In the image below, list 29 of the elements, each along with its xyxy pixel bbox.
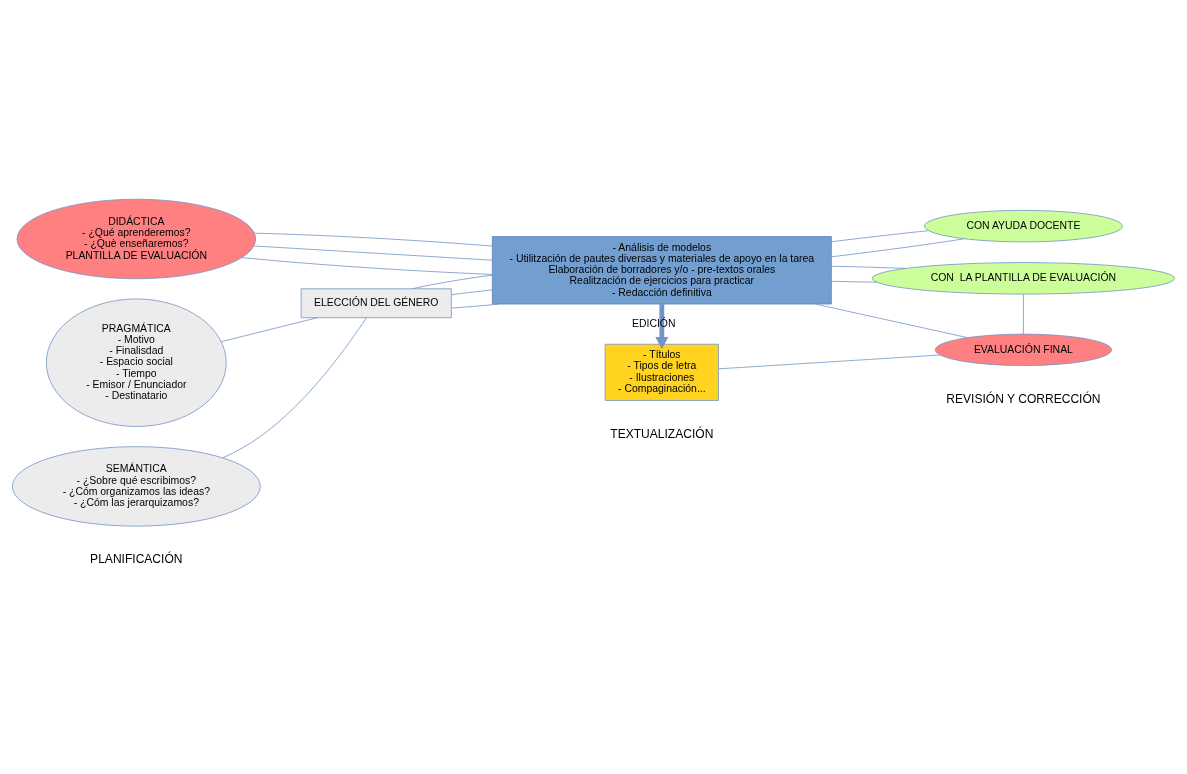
node-ellipse: DIDÁCTICA - ¿Qué aprenderemos? - ¿Què enseñaremos? PLANTILLA DE EVALUACIÓN <box>16 198 256 280</box>
label: TEXTUALIZACIÓN <box>610 426 714 441</box>
connector <box>831 280 878 283</box>
connector <box>831 230 929 243</box>
connector <box>1023 294 1024 335</box>
node-box: ELECCIÓN DEL GÉNERO <box>300 288 452 319</box>
connector <box>451 303 500 309</box>
connector <box>241 257 493 275</box>
label: REVISIÓN Y CORRECCIÓN <box>946 392 1101 407</box>
connector <box>253 232 493 247</box>
connector <box>831 238 965 258</box>
node-box: - Análisis de modelos - Utilitzación de pautes diversas y materiales de apoyo en la tarea Elaboración de borradores y/o - pre-textos orales Realitzación de ejercicios para practicar - Redacción definitiva <box>491 236 832 305</box>
arrow <box>655 304 669 350</box>
label: PLANIFICACIÓN <box>90 552 183 567</box>
node-ellipse: SEMÁNTICA - ¿Sobre qué escribimos? - ¿Cóm organizamos las ideas? - ¿Cóm las jerarquizamos? <box>11 446 261 527</box>
connector <box>412 274 493 290</box>
connector <box>815 303 968 338</box>
node-ellipse: CON AYUDA DOCENTE <box>924 210 1123 243</box>
node-box: - Títulos - Tipos de letra - Ilustraciones - Compaginación... <box>604 343 719 401</box>
edge-label: EDICIÓN <box>632 317 676 329</box>
node-ellipse: EVALUACIÓN FINAL <box>934 333 1112 366</box>
node-ellipse: CON LA PLANTILLA DE EVALUACIÓN <box>871 262 1175 295</box>
connector <box>718 354 941 370</box>
connector <box>451 289 493 295</box>
node-ellipse: PRAGMÁTICA - Motivo - Finalisdad - Espacio social - Tiempo - Emisor / Enunciador - Destinatario <box>46 298 227 427</box>
connector <box>831 265 907 269</box>
connector <box>220 317 318 343</box>
connector <box>253 245 493 261</box>
connector <box>222 317 367 459</box>
